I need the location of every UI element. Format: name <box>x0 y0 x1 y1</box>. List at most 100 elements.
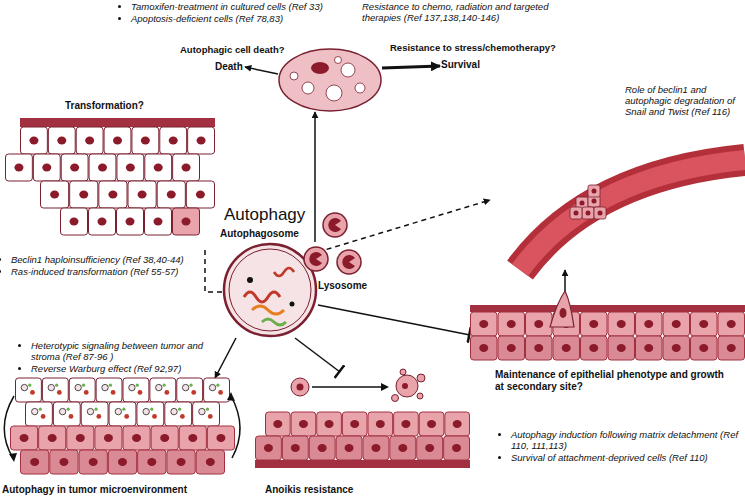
vesicle-dot <box>164 390 169 395</box>
vacuole <box>290 72 298 80</box>
nucleus <box>70 218 79 226</box>
bullet-note: Reverse Warburg effect (Ref 92,97) <box>31 364 216 375</box>
cargo-squiggle <box>252 306 284 314</box>
bullet-note: Survival of attachment-deprived cells (R… <box>511 453 745 464</box>
circulating-cell <box>582 207 594 219</box>
vacuole <box>326 85 342 101</box>
cell <box>6 154 33 181</box>
cell <box>471 312 498 336</box>
cell <box>70 181 98 208</box>
vacuole <box>335 57 342 64</box>
arrow-connector <box>318 200 490 252</box>
cell <box>79 450 107 474</box>
cell <box>526 312 553 336</box>
arrow-connector <box>215 338 236 378</box>
cell <box>132 127 159 154</box>
nucleus <box>29 137 38 145</box>
cell <box>663 312 690 336</box>
nucleus <box>574 211 579 216</box>
nucleus <box>311 62 329 74</box>
nucleus <box>371 444 380 452</box>
cell <box>167 450 195 474</box>
vesicle-dot <box>208 414 213 419</box>
cell <box>691 312 718 336</box>
nucleus <box>138 191 147 199</box>
nucleus <box>59 458 68 466</box>
vessel-wall <box>520 160 745 270</box>
cell <box>81 402 108 426</box>
cell <box>718 312 745 336</box>
nucleus <box>452 444 461 452</box>
cargo-dot <box>247 277 253 283</box>
nucleus <box>562 344 571 352</box>
bullet-note: Tamoxifen-treatment in cultured cells (R… <box>131 2 356 13</box>
nucleus <box>479 344 488 352</box>
cell <box>188 127 215 154</box>
nucleus <box>42 164 51 172</box>
nucleus <box>182 218 191 226</box>
cell <box>291 412 316 436</box>
circulating-cell <box>588 185 600 197</box>
cell <box>21 127 48 154</box>
nucleus <box>48 434 57 442</box>
vesicle-dot <box>152 414 157 419</box>
apoptotic-bleb <box>392 395 399 402</box>
vesicle-dot <box>111 390 116 395</box>
bullet-note: Heterotypic signaling between tumor and … <box>31 341 216 363</box>
nucleus <box>644 344 653 352</box>
lysosome-enzyme <box>328 218 341 232</box>
nucleus <box>534 320 543 328</box>
cell <box>123 426 150 450</box>
vesicle-dot <box>30 390 35 395</box>
label-text: Transformation? <box>65 100 144 112</box>
autophagosome-dot <box>48 384 54 390</box>
cell <box>99 181 127 208</box>
label-text: Autophagic cell death? <box>180 45 285 56</box>
autophagosome-dot <box>75 384 81 390</box>
nucleus <box>427 420 436 428</box>
nucleus <box>196 191 205 199</box>
cell <box>445 412 470 436</box>
nucleus <box>79 191 88 199</box>
nucleus <box>592 199 597 204</box>
nucleus <box>118 458 127 466</box>
bullet-list: Tamoxifen-treatment in cultured cells (R… <box>120 2 356 26</box>
vacuolated-cell: Tamoxifen-treatment in cultured cells (R… <box>278 48 382 112</box>
cell <box>96 378 122 402</box>
fate-arrow <box>312 386 383 388</box>
arrow-connector <box>314 112 316 242</box>
label-text: Anoikis resistance <box>265 484 353 496</box>
cell <box>553 336 580 360</box>
nucleus <box>50 191 59 199</box>
inhibition-connector <box>295 338 340 372</box>
nucleus <box>113 137 122 145</box>
illustration <box>300 212 366 278</box>
cell <box>104 127 131 154</box>
vesicle-dot <box>67 408 70 411</box>
apoptotic-bleb <box>417 393 423 399</box>
autophagosome-dot <box>32 408 38 414</box>
cell <box>128 181 156 208</box>
vacuole <box>302 82 314 94</box>
autophagosome-dot <box>87 408 93 414</box>
cell-body <box>279 49 381 111</box>
blood-vessel: Role of beclin1 and autophagic degradati… <box>490 85 745 270</box>
vesicle-dot <box>218 390 223 395</box>
cell <box>117 208 144 235</box>
cell <box>42 378 68 402</box>
nucleus <box>108 191 117 199</box>
cell <box>309 436 335 460</box>
cell <box>363 436 389 460</box>
cell <box>26 402 53 426</box>
nucleus <box>425 444 434 452</box>
label-text: Autophagosome <box>220 228 299 240</box>
cell <box>417 436 443 460</box>
cell <box>691 336 718 360</box>
lysosome-group: Lysosome <box>300 212 366 278</box>
autophagosome-dot <box>182 384 188 390</box>
nucleus <box>402 383 408 389</box>
vacuole <box>355 83 365 93</box>
bullet-note: Beclin1 haploinsufficiency (Ref 38,40-44… <box>11 255 206 266</box>
cell <box>76 127 103 154</box>
vesicle-dot <box>57 390 62 395</box>
